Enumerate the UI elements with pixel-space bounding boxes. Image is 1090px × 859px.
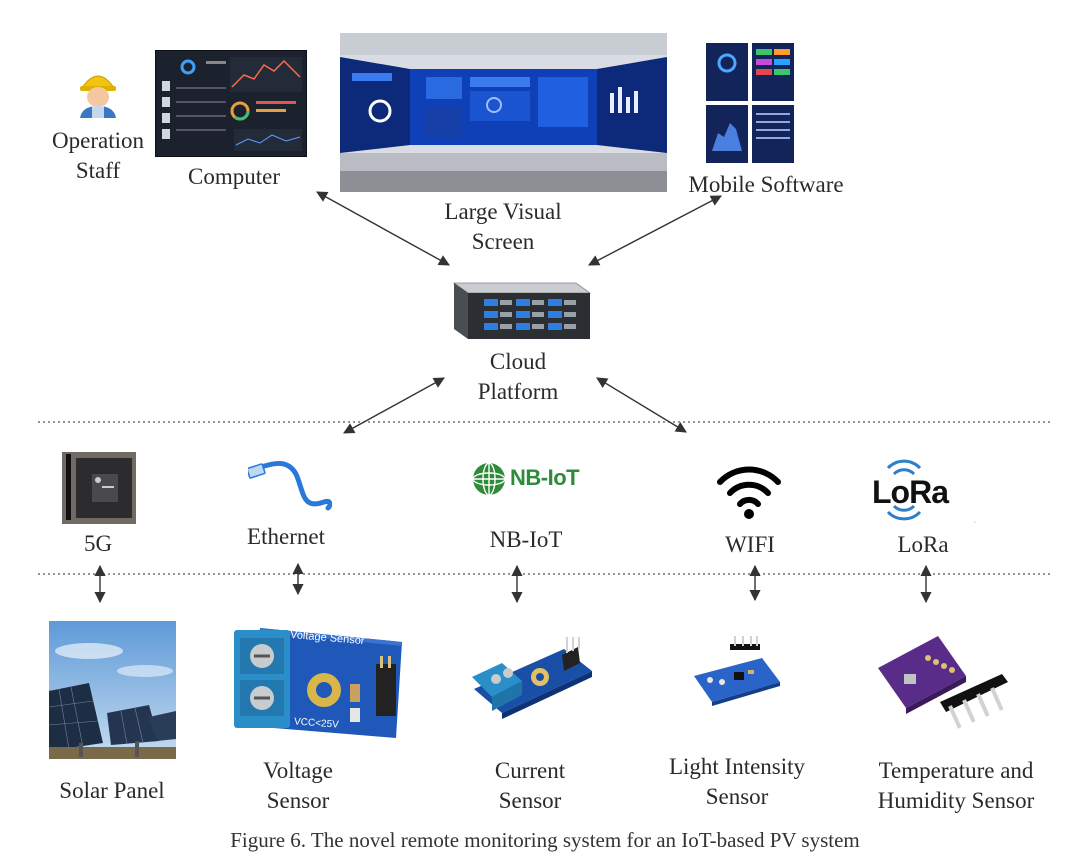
sensor-label-solar-panel: Solar Panel [59,778,165,803]
voltage-sensor-image: Voltage Sensor VCC<25V [230,620,402,742]
arrow-computer-cloud [316,191,450,266]
network-label-ethernet: Ethernet [247,524,325,549]
ethernet-cable-icon [246,452,333,512]
sensor-label-light-intensity: Light Intensity Sensor [668,754,806,809]
computer-label: Computer [188,164,280,189]
network-label-wifi: WIFI [725,532,775,557]
wifi-icon [716,462,782,520]
5g-gateway-icon [62,452,136,524]
cloud-platform-label: Cloud Platform [477,349,559,404]
arrow-mobile-cloud [588,195,722,266]
sensor-label-current: Current Sensor [494,758,566,813]
sensor-label-voltage: Voltage Sensor [263,758,333,813]
arrow-cloud-left [343,377,445,434]
network-label-5g: 5G [83,531,113,556]
network-label-nb-iot: NB-IoT [489,527,563,552]
light-intensity-sensor-image [690,636,790,708]
figure-caption: Figure 6. The novel remote monitoring sy… [230,828,860,852]
computer-dashboard-image [155,50,307,157]
network-label-lora: LoRa [897,532,949,557]
arrow-cloud-right [596,377,687,433]
operation-staff-icon [76,66,120,118]
large-visual-screen-label: Large Visual Screen [444,199,562,254]
lora-logo-text: LoRa [872,474,949,510]
solar-panel-image [48,621,176,759]
temperature-humidity-sensor-image [870,622,1016,736]
operation-staff-label: Operation Staff [52,128,144,183]
mobile-software-label: Mobile Software [688,172,844,197]
nb-iot-logo-icon: NB-IoT [470,459,582,499]
large-visual-screen-image [340,33,667,192]
cloud-server-icon [444,277,592,341]
mobile-software-image [706,43,794,163]
current-sensor-image [468,637,598,727]
lora-logo-icon: LoRa [868,458,988,524]
nb-iot-logo-text: NB-IoT [510,465,580,490]
sensor-label-temperature-humidity: Temperature and Humidity Sensor [877,758,1035,813]
